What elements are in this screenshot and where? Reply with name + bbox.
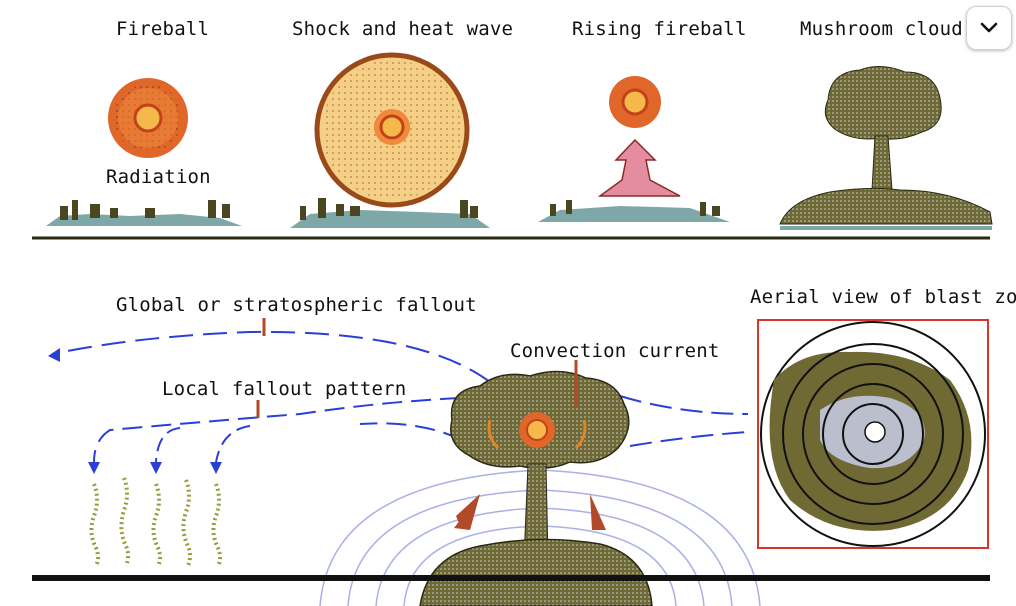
local-fallout-path	[93, 397, 461, 463]
mushroom-cloud-large	[419, 360, 653, 606]
aerial-view-label: Aerial view of blast zone	[750, 286, 1016, 308]
local-fallout-label: Local fallout pattern	[162, 378, 407, 400]
radiation-label: Radiation	[106, 166, 211, 188]
fireball-label: Fireball	[116, 18, 210, 40]
mushroom-cloud-panel	[779, 66, 993, 230]
shock-heat-label: Shock and heat wave	[292, 18, 514, 40]
aerial-view-box	[757, 319, 989, 549]
mushroom-cap	[824, 66, 942, 140]
global-fallout-path	[51, 330, 491, 383]
fireball-panel	[46, 78, 242, 226]
rising-fireball-panel	[538, 76, 730, 222]
rising-fireball-label: Rising fireball	[572, 18, 747, 40]
expand-button[interactable]	[966, 6, 1012, 50]
global-fallout-label: Global or stratospheric fallout	[116, 294, 477, 316]
shock-wave-panel	[290, 52, 490, 228]
convection-current-label: Convection current	[510, 340, 720, 362]
mushroom-cloud-label: Mushroom cloud	[800, 18, 963, 40]
chevron-down-icon	[980, 22, 998, 33]
fallout-particles	[89, 477, 222, 567]
up-arrow	[597, 138, 681, 197]
